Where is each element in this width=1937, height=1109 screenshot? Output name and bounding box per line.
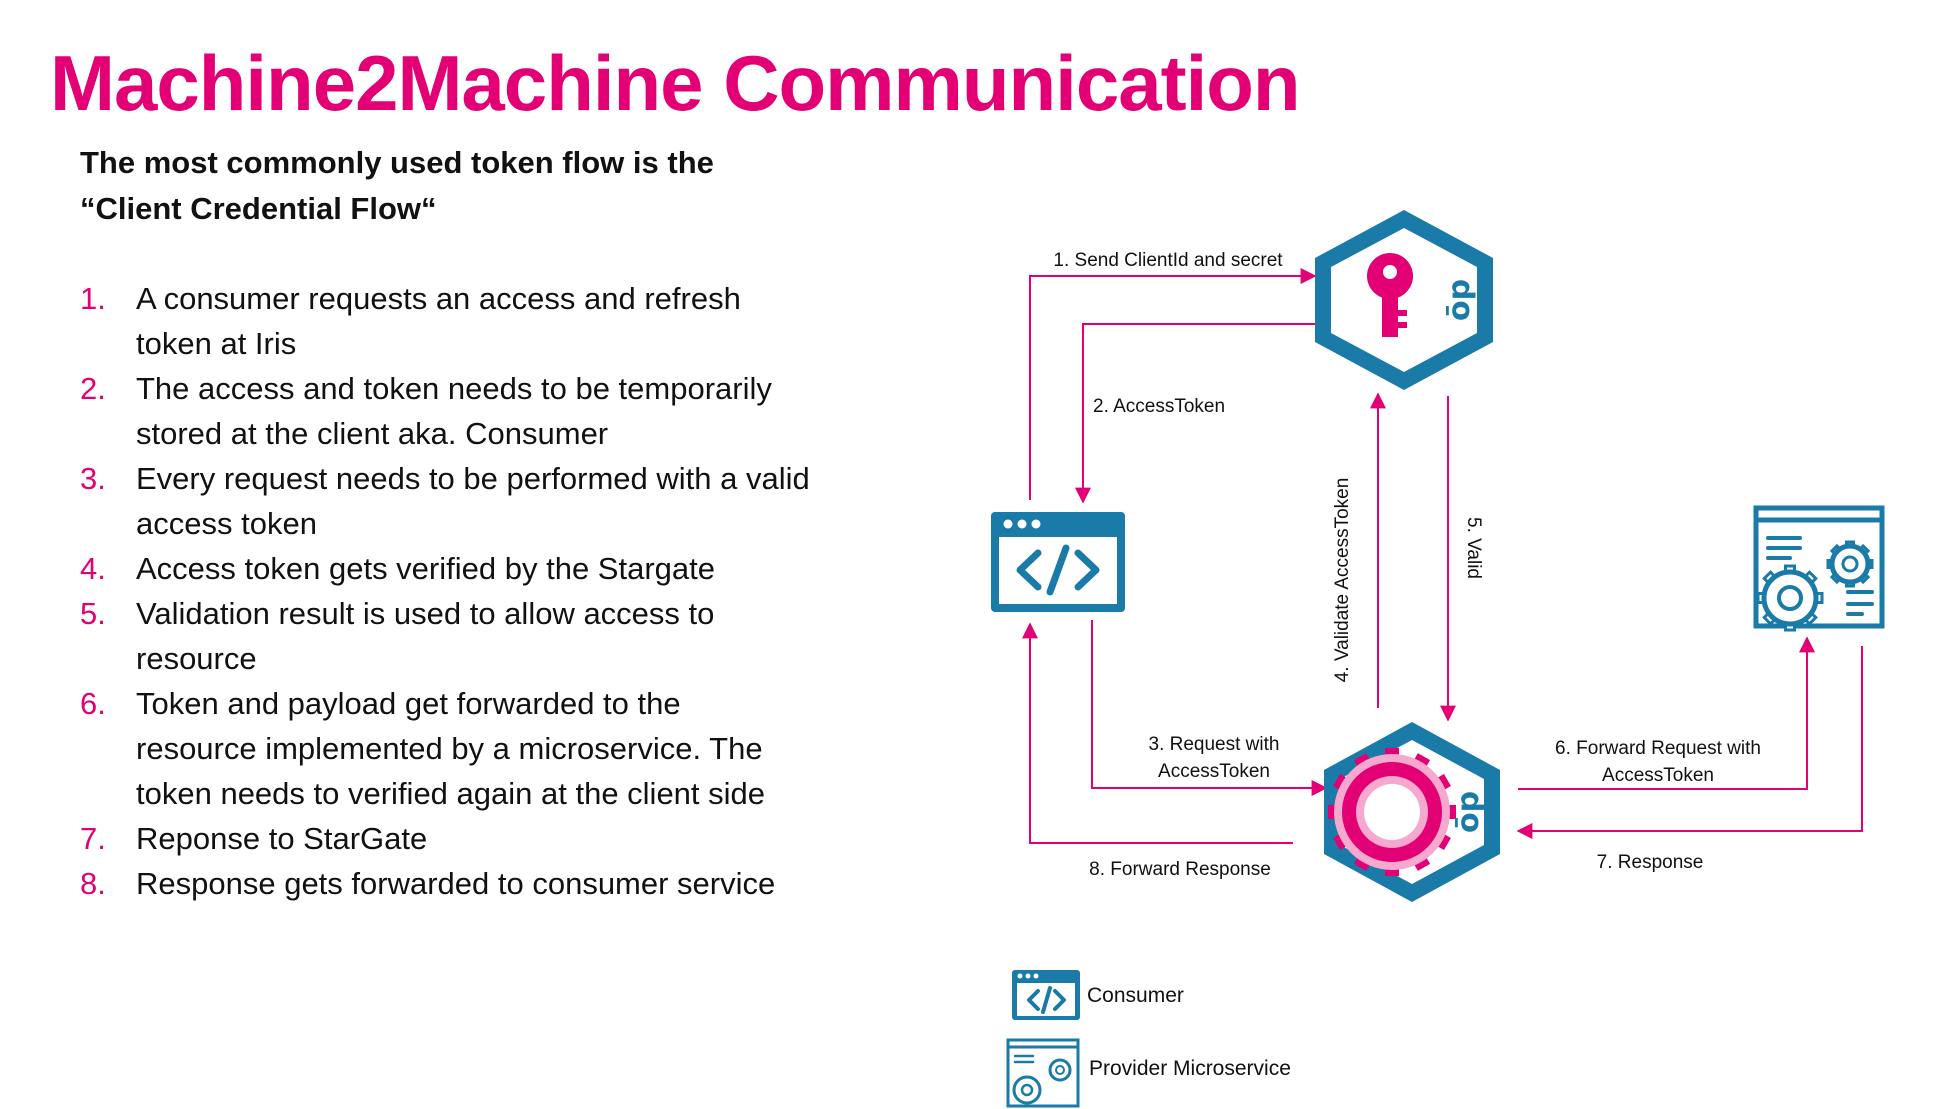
iris-logo-icon: ōp xyxy=(1442,279,1477,321)
step-item: 2. The access and token needs to be tempo… xyxy=(80,366,920,456)
step-text: Reponse to StarGate xyxy=(136,821,428,856)
legend-consumer-label: Consumer xyxy=(1087,984,1184,1007)
label-request-1: 3. Request with xyxy=(1149,734,1280,755)
arrow-response xyxy=(1516,646,1863,839)
step-item: 4. Access token gets verified by the Star… xyxy=(80,546,920,591)
step-text: Every request needs to be performed with… xyxy=(136,461,810,496)
stargate-node: ōp xyxy=(1324,722,1500,902)
step-text: The access and token needs to be tempora… xyxy=(136,371,772,406)
label-request-2: AccessToken xyxy=(1158,761,1270,782)
label-send-client: 1. Send ClientId and secret xyxy=(1053,250,1283,271)
step-text: stored at the client aka. Consumer xyxy=(136,416,609,451)
stargate-logo-icon: ōp xyxy=(1451,791,1486,833)
legend-provider-label: Provider Microservice xyxy=(1089,1057,1291,1080)
consumer-node xyxy=(991,512,1125,612)
subtitle-line-2: “Client Credential Flow“ xyxy=(80,191,437,226)
label-forward-response: 8. Forward Response xyxy=(1089,859,1271,880)
iris-node: ōp xyxy=(1315,210,1493,390)
step-number: 3. xyxy=(80,461,106,496)
legend-consumer-icon xyxy=(1012,970,1080,1020)
step-number: 5. xyxy=(80,596,106,631)
label-validate: 4. Validate AccessToken xyxy=(1332,478,1353,683)
legend-provider-icon xyxy=(1006,1038,1080,1108)
step-number: 7. xyxy=(80,821,106,856)
code-icon xyxy=(1016,544,1100,596)
step-number: 8. xyxy=(80,866,106,901)
page-title: Machine2Machine Communication xyxy=(50,39,1301,127)
step-item: 3. Every request needs to be performed wi… xyxy=(80,456,920,546)
step-list: 1. A consumer requests an access and refr… xyxy=(80,276,920,906)
arrow-request xyxy=(1091,620,1328,796)
arrow-forward-response xyxy=(1022,622,1293,844)
step-text: resource xyxy=(136,641,257,676)
subtitle-line-1: The most commonly used token flow is the xyxy=(80,145,714,180)
label-forward-request-1: 6. Forward Request with xyxy=(1555,738,1761,759)
step-item: 7. Reponse to StarGate xyxy=(80,816,920,861)
label-access-token: 2. AccessToken xyxy=(1093,396,1225,417)
gear-icon xyxy=(1328,748,1456,876)
step-text: Response gets forwarded to consumer serv… xyxy=(136,866,776,901)
step-text: resource implemented by a microservice. … xyxy=(136,731,763,766)
subtitle: The most commonly used token flow is the… xyxy=(80,140,900,232)
provider-gear-large-icon xyxy=(1756,564,1824,632)
step-item: 5. Validation result is used to allow acc… xyxy=(80,591,920,681)
arrow-forward-request xyxy=(1518,636,1815,790)
step-text: Token and payload get forwarded to the xyxy=(136,686,681,721)
step-text: token at Iris xyxy=(136,326,297,361)
label-forward-request-2: AccessToken xyxy=(1602,765,1714,786)
step-item: 1. A consumer requests an access and refr… xyxy=(80,276,920,366)
provider-gear-small-icon xyxy=(1826,540,1874,588)
step-number: 6. xyxy=(80,686,106,721)
step-number: 4. xyxy=(80,551,106,586)
step-text: A consumer requests an access and refres… xyxy=(136,281,741,316)
step-text: token needs to verified again at the cli… xyxy=(136,776,766,811)
arrow-send-client xyxy=(1029,268,1317,500)
step-number: 1. xyxy=(80,281,106,316)
legend: Consumer Provider Microservice xyxy=(1006,970,1291,1108)
label-valid: 5. Valid xyxy=(1463,517,1484,579)
step-item: 8. Response gets forwarded to consumer se… xyxy=(80,861,920,906)
step-text: Access token gets verified by the Starga… xyxy=(136,551,715,586)
arrow-access-token xyxy=(1075,323,1395,504)
step-number: 2. xyxy=(80,371,106,406)
step-text: Validation result is used to allow acces… xyxy=(136,596,715,631)
key-icon xyxy=(1367,253,1413,337)
provider-node xyxy=(1753,505,1885,632)
step-text: access token xyxy=(136,506,317,541)
label-response: 7. Response xyxy=(1597,852,1704,873)
step-item: 6. Token and payload get forwarded to the… xyxy=(80,681,920,816)
